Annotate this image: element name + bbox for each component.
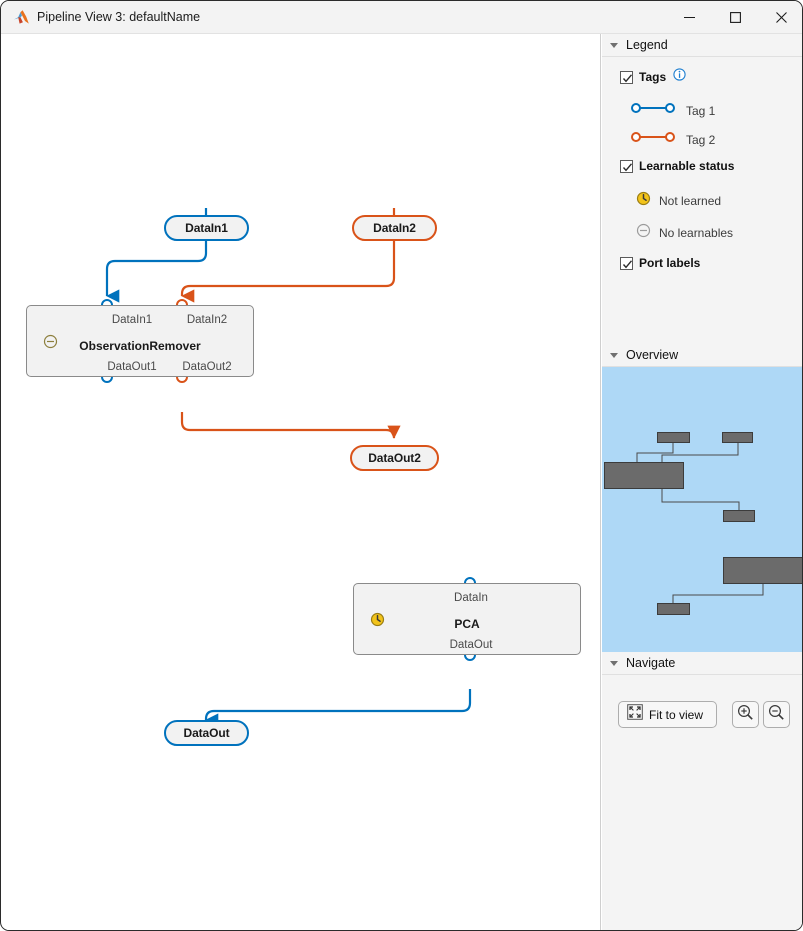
tags-label: Tags — [639, 70, 667, 84]
chevron-down-icon[interactable] — [610, 352, 618, 358]
tags-checkbox[interactable] — [620, 70, 633, 84]
overview-section-header[interactable]: Overview — [602, 344, 802, 367]
zoom-in-icon — [737, 704, 754, 726]
legend-section-header[interactable]: Legend — [602, 34, 802, 57]
legend-not-learned: Not learned — [636, 191, 721, 211]
not-learned-label: Not learned — [659, 194, 722, 208]
node-dataout2-sink[interactable]: DataOut2 — [350, 445, 439, 471]
navigate-section-header[interactable]: Navigate — [602, 652, 802, 675]
node-observationremover[interactable]: DataIn1 DataIn2 ObservationRemover DataO… — [26, 305, 254, 377]
edge-dataout — [204, 689, 472, 727]
tags-checkbox-row[interactable]: Tags — [620, 68, 686, 86]
port-labels-checkbox[interactable] — [620, 256, 633, 270]
node-dataout-sink[interactable]: DataOut — [164, 720, 249, 746]
overview-node — [723, 510, 755, 522]
window-title: Pipeline View 3: defaultName — [37, 10, 201, 24]
overview-node — [657, 432, 690, 443]
port-label-pca-dataout: DataOut — [449, 639, 493, 651]
port-label-datain2: DataIn2 — [186, 314, 228, 326]
port-label-dataout2: DataOut2 — [182, 361, 232, 373]
pipeline-canvas[interactable]: DataIn1 DataIn2 DataOut2 DataOut DataIn1… — [2, 34, 601, 930]
tag-1-line-icon — [630, 101, 676, 120]
port-label-dataout1: DataOut1 — [107, 361, 157, 373]
overview-node — [657, 603, 690, 615]
legend-title: Legend — [626, 38, 668, 52]
minimize-icon[interactable] — [666, 1, 712, 33]
maximize-icon[interactable] — [712, 1, 758, 33]
port-labels-checkbox-row[interactable]: Port labels — [620, 256, 700, 270]
legend-body: Tags Tag 1 — [602, 57, 802, 344]
title-bar: Pipeline View 3: defaultName — [1, 1, 802, 34]
no-learnables-label: No learnables — [659, 226, 734, 240]
zoom-out-icon — [768, 704, 785, 726]
overview-minimap[interactable] — [602, 367, 802, 652]
fit-to-view-label: Fit to view — [649, 707, 704, 722]
node-pca[interactable]: DataIn PCA DataOut — [353, 583, 581, 655]
learnable-status-checkbox[interactable] — [620, 159, 633, 173]
minus-circle-icon — [636, 223, 651, 243]
edge-datain2 — [180, 208, 396, 303]
tag-2-line-icon — [630, 130, 676, 149]
learnable-status-checkbox-row[interactable]: Learnable status — [620, 159, 734, 173]
matlab-logo-icon — [13, 9, 30, 26]
overview-edges — [636, 443, 764, 603]
overview-title: Overview — [626, 348, 679, 362]
node-title-pca: PCA — [454, 617, 480, 631]
edge-dataout2 — [180, 412, 407, 445]
fit-to-view-icon — [627, 704, 643, 725]
tag-2-label: Tag 2 — [686, 132, 716, 147]
edge-layer — [101, 208, 476, 727]
clock-icon — [636, 191, 651, 211]
node-datain2-source[interactable]: DataIn2 — [352, 215, 437, 241]
zoom-out-button[interactable] — [763, 701, 790, 728]
chevron-down-icon[interactable] — [610, 660, 618, 666]
navigate-body: Fit to view — [602, 675, 802, 930]
learnable-status-label: Learnable status — [639, 159, 735, 173]
zoom-in-button[interactable] — [732, 701, 759, 728]
legend-no-learnables: No learnables — [636, 223, 733, 243]
right-sidebar: Legend Tags — [602, 34, 802, 930]
overview-node — [723, 557, 802, 584]
tag-1-label: Tag 1 — [686, 103, 716, 118]
overview-node — [722, 432, 753, 443]
port-labels-label: Port labels — [639, 256, 701, 270]
legend-tag-1: Tag 1 — [630, 101, 715, 120]
overview-node — [604, 462, 684, 489]
port-label-pca-datain: DataIn — [454, 592, 488, 604]
edge-datain1 — [105, 208, 208, 303]
node-datain1-source[interactable]: DataIn1 — [164, 215, 249, 241]
fit-to-view-button[interactable]: Fit to view — [618, 701, 717, 728]
chevron-down-icon[interactable] — [610, 42, 618, 48]
port-label-datain1: DataIn1 — [111, 314, 153, 326]
minus-circle-icon — [43, 334, 58, 349]
close-icon[interactable] — [758, 1, 802, 33]
legend-tag-2: Tag 2 — [630, 130, 715, 149]
info-icon[interactable] — [673, 68, 686, 86]
node-title-observationremover: ObservationRemover — [79, 339, 201, 353]
navigate-title: Navigate — [626, 656, 676, 670]
clock-icon — [370, 612, 385, 627]
